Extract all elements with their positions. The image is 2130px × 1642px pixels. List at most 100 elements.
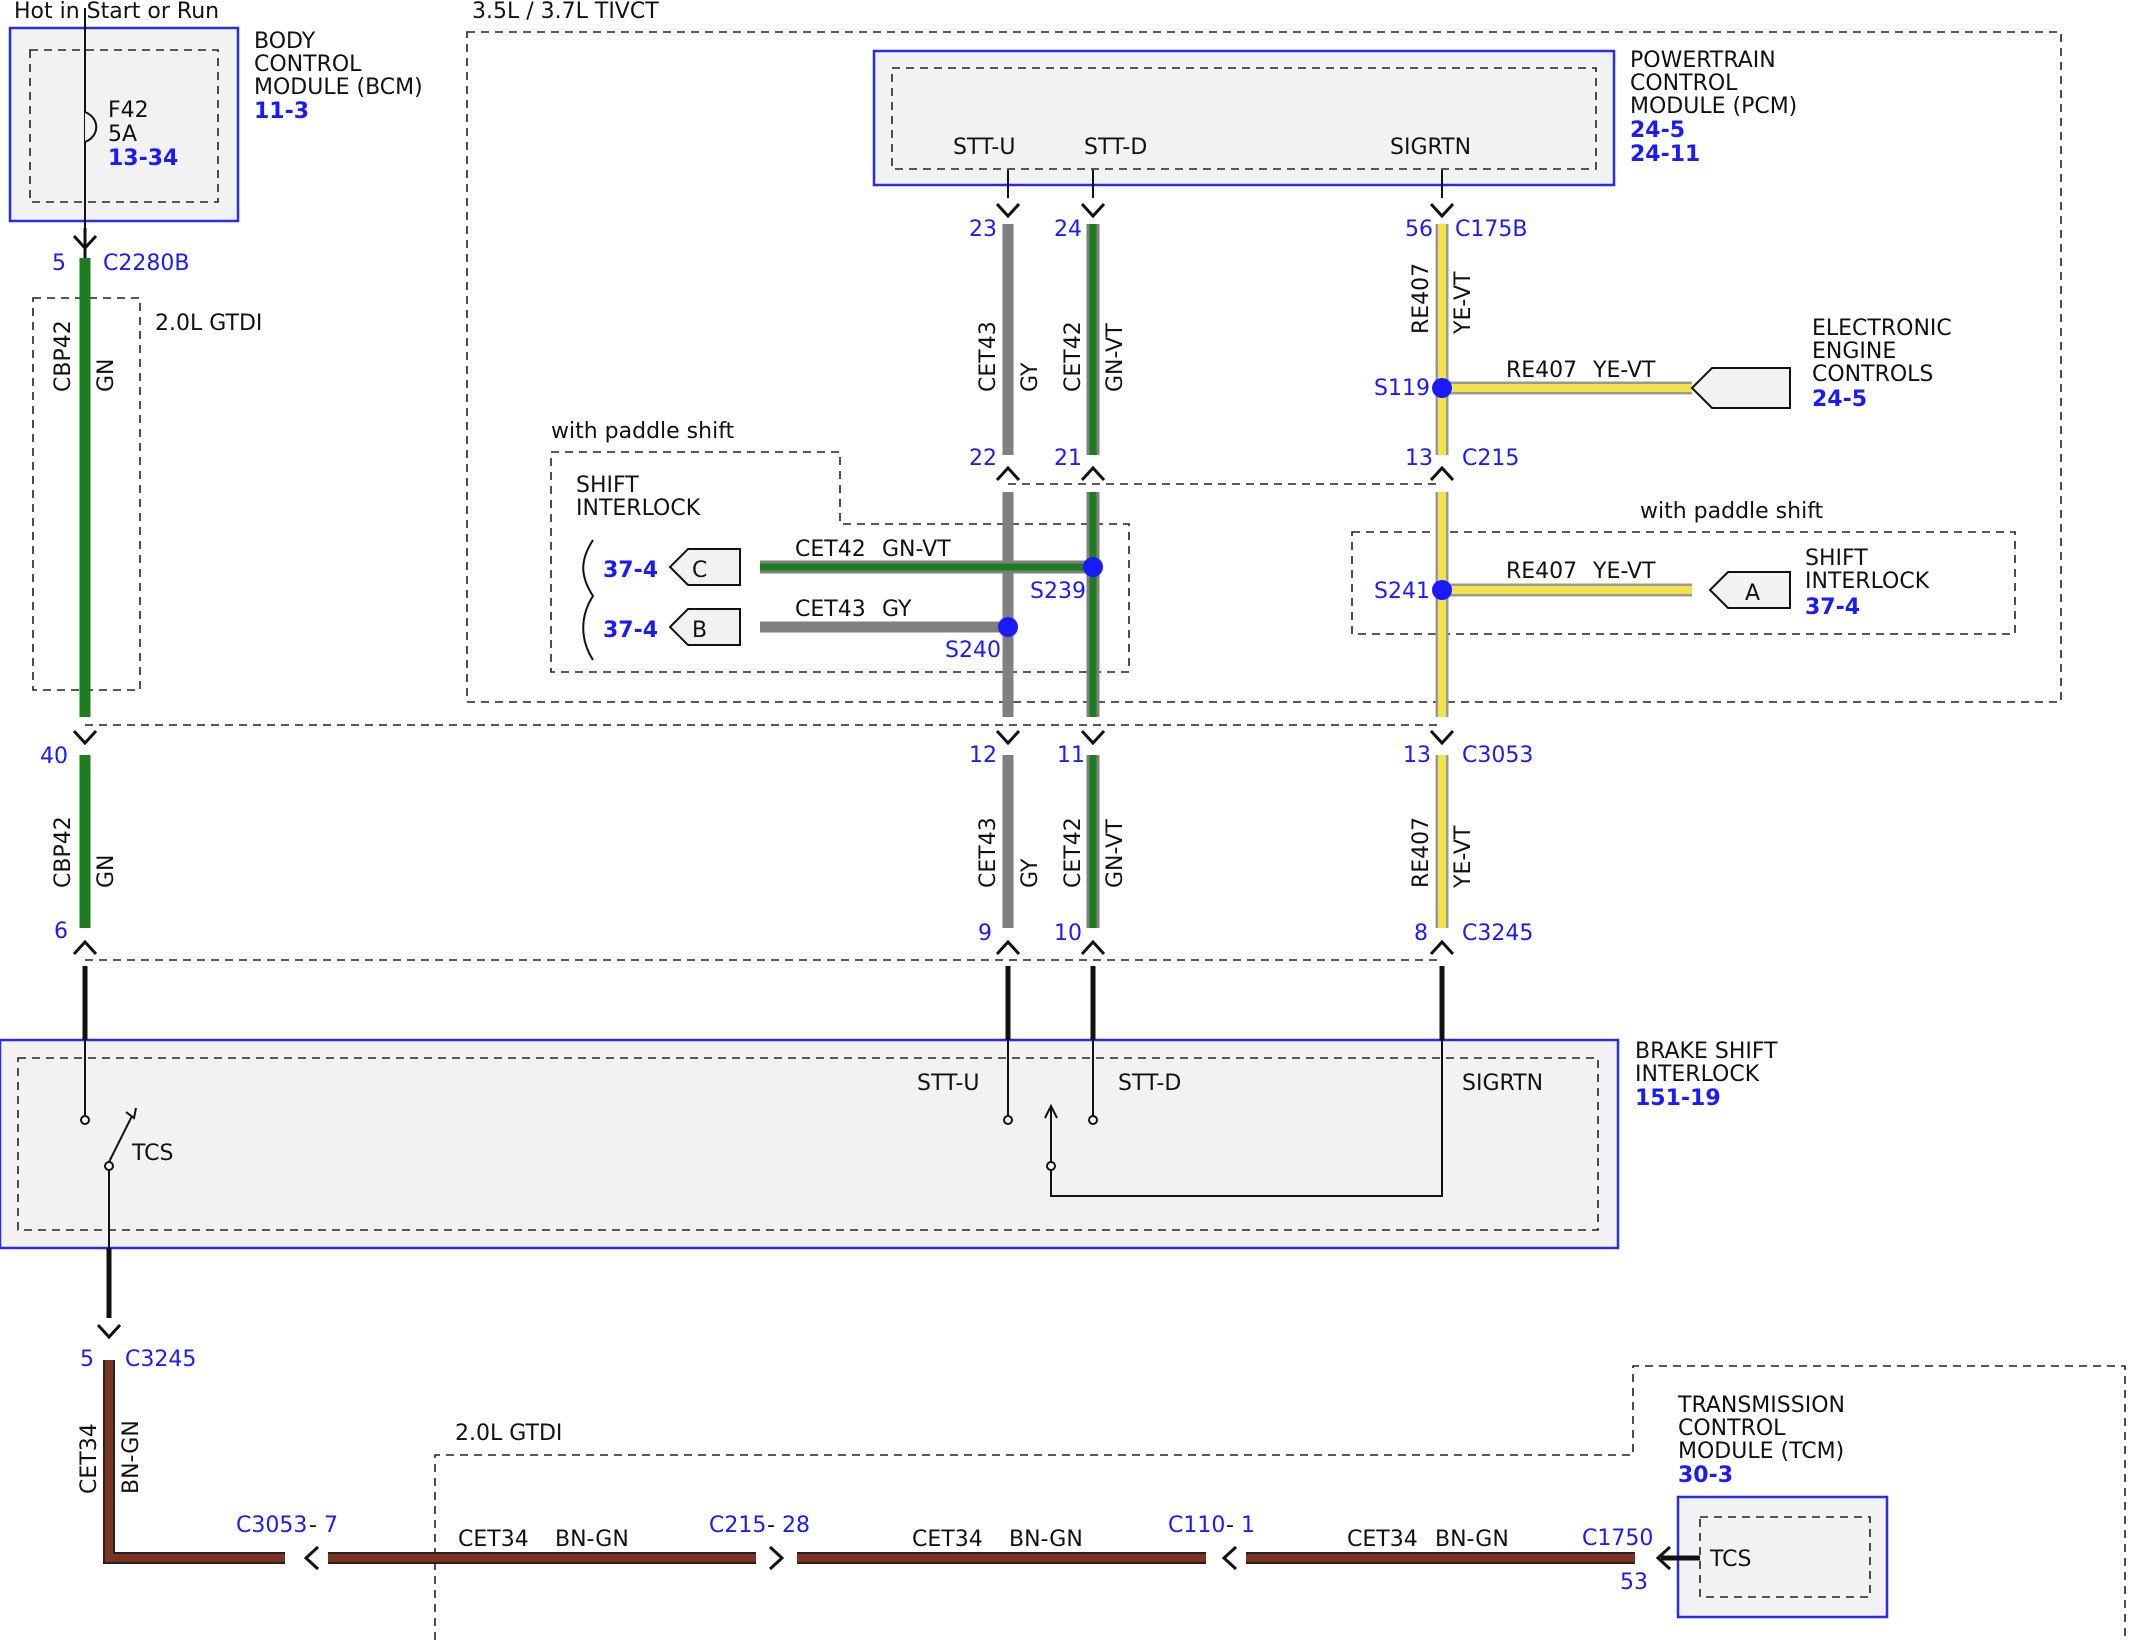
eec-ref: 24-5 — [1812, 387, 1867, 412]
brace-icon — [582, 539, 595, 661]
svg-text:CET43: CET43 — [976, 817, 1001, 888]
svg-text:RE407: RE407 — [1409, 263, 1434, 334]
bsi-switch-label: TCS — [131, 1141, 173, 1166]
splice-s240-dot — [998, 617, 1018, 637]
svg-text:CET34: CET34 — [912, 1527, 983, 1552]
splice-s241-label: S241 — [1374, 579, 1430, 604]
c3245b-name: C3245 — [125, 1347, 196, 1372]
eec-name-3: CONTROLS — [1812, 362, 1933, 387]
tcm-inner-label: TCS — [1709, 1547, 1751, 1572]
bcm-fuse-ref: 13-34 — [108, 146, 178, 171]
bottom-c110: C110 — [1168, 1513, 1225, 1538]
svg-text:CET34: CET34 — [458, 1527, 529, 1552]
bsi-ref: 151-19 — [1635, 1086, 1721, 1111]
svg-text:GY: GY — [882, 597, 912, 622]
vertical-wire-labels: CBP42 GN CBP42 GN CET43 GY CET43 GY CET4… — [51, 263, 1476, 1494]
svg-text:RE407: RE407 — [1506, 559, 1577, 584]
bsi-internal-circuit — [80, 1040, 1443, 1248]
bottom-c215-dash: - — [767, 1513, 775, 1538]
svg-text:YE-VT: YE-VT — [1592, 358, 1656, 383]
svg-text:YE-VT: YE-VT — [1451, 825, 1476, 889]
svg-text:BN-GN: BN-GN — [1435, 1527, 1509, 1552]
si-left-ref-c: 37-4 — [603, 558, 658, 583]
tcm-name-1: TRANSMISSION — [1677, 1393, 1845, 1418]
svg-text:GN-VT: GN-VT — [1103, 323, 1128, 392]
bsi-pin-sttd: STT-D — [1118, 1071, 1181, 1096]
bcm-fuse: F42 — [108, 98, 149, 123]
zone-paddle-right-label: with paddle shift — [1640, 499, 1824, 524]
zone-gtdi-bottom — [434, 1365, 2126, 1640]
tcm-ref: 30-3 — [1678, 1463, 1733, 1488]
pcm-box — [872, 49, 1616, 187]
eec-name-2: ENGINE — [1812, 339, 1896, 364]
pcm-inner — [891, 67, 1597, 170]
bcm-box — [8, 26, 240, 223]
svg-text:CET34: CET34 — [77, 1423, 102, 1494]
bottom-c3053-dash: - — [309, 1513, 317, 1538]
connector-b-shape — [668, 608, 741, 646]
svg-text:YE-VT: YE-VT — [1451, 271, 1476, 335]
c3053-pin-11: 11 — [1057, 743, 1085, 768]
c175b-pin-23: 23 — [969, 217, 997, 242]
c3053-pin-12: 12 — [969, 743, 997, 768]
horizontal-wire-labels: CET42 GN-VT CET43 GY RE407 YE-VT RE407 Y… — [458, 358, 1656, 1552]
c2280b-name: C2280B — [103, 251, 189, 276]
power-label: Hot in Start or Run — [14, 0, 219, 24]
c175b-pin-56: 56 — [1405, 217, 1433, 242]
svg-text:GN-VT: GN-VT — [882, 537, 951, 562]
wire-cet42-group — [760, 224, 1100, 928]
svg-text:GN: GN — [94, 854, 119, 888]
svg-text:CET42: CET42 — [1061, 817, 1086, 888]
pcm-name-2: CONTROL — [1630, 71, 1738, 96]
svg-text:RE407: RE407 — [1409, 817, 1434, 888]
bcm-ref: 11-3 — [254, 99, 309, 124]
c3245-name: C3245 — [1462, 921, 1533, 946]
bsi-name-1: BRAKE SHIFT — [1635, 1039, 1778, 1064]
bsi-pin-sttu: STT-U — [917, 1071, 979, 1096]
zone-paddle-left-label: with paddle shift — [551, 419, 735, 444]
c215-pin-22: 22 — [969, 446, 997, 471]
c3245-pin-8: 8 — [1414, 921, 1428, 946]
svg-text:CET43: CET43 — [795, 597, 866, 622]
bcm-name-2: CONTROL — [254, 52, 362, 77]
bsi-inner — [17, 1057, 1599, 1231]
bottom-c3053-pin: 7 — [324, 1513, 338, 1538]
connector-b-label: B — [692, 618, 707, 643]
svg-text:CBP42: CBP42 — [51, 816, 76, 888]
pcm-pin-sttu: STT-U — [953, 135, 1015, 160]
bcm-inner — [29, 49, 219, 203]
bsi-pin-sigrtn: SIGRTN — [1462, 1071, 1543, 1096]
bottom-c1750-pin: 53 — [1620, 1570, 1648, 1595]
pin-6: 6 — [54, 919, 68, 944]
bottom-c110-pin: 1 — [1241, 1513, 1255, 1538]
splice-s241-dot — [1432, 580, 1452, 600]
svg-text:GN: GN — [94, 358, 119, 392]
connector-c-shape — [668, 548, 741, 586]
connector-a-label: A — [1745, 581, 1760, 606]
connector-a-shape — [1708, 571, 1791, 609]
svg-text:CET34: CET34 — [1347, 1527, 1418, 1552]
zone-gtdi-bottom-label: 2.0L GTDI — [455, 1421, 562, 1446]
bcm-amps: 5A — [108, 122, 137, 147]
splice-s239-dot — [1083, 557, 1103, 577]
bsi-name-2: INTERLOCK — [1635, 1062, 1760, 1087]
pcm-name-3: MODULE (PCM) — [1630, 94, 1797, 119]
splice-s119-label: S119 — [1374, 376, 1430, 401]
svg-text:RE407: RE407 — [1506, 358, 1577, 383]
zone-paddle-right — [1351, 531, 2016, 635]
si-right-name-2: INTERLOCK — [1805, 569, 1930, 594]
splice-s240-label: S240 — [945, 638, 1001, 663]
pin-40: 40 — [40, 744, 68, 769]
zone-tivct-label: 3.5L / 3.7L TIVCT — [472, 0, 659, 24]
c215-name: C215 — [1462, 446, 1519, 471]
zone-tivct — [466, 31, 2062, 703]
wire-cet34-group — [103, 1360, 1635, 1564]
c215-pin-13: 13 — [1405, 446, 1433, 471]
fuse-icon — [84, 111, 98, 143]
c215-pin-21: 21 — [1054, 446, 1082, 471]
tcm-name-3: MODULE (TCM) — [1678, 1439, 1844, 1464]
bottom-c110-dash: - — [1226, 1513, 1234, 1538]
si-left-name-2: INTERLOCK — [576, 496, 701, 521]
bottom-c1750: C1750 — [1582, 1526, 1653, 1551]
svg-text:YE-VT: YE-VT — [1592, 559, 1656, 584]
